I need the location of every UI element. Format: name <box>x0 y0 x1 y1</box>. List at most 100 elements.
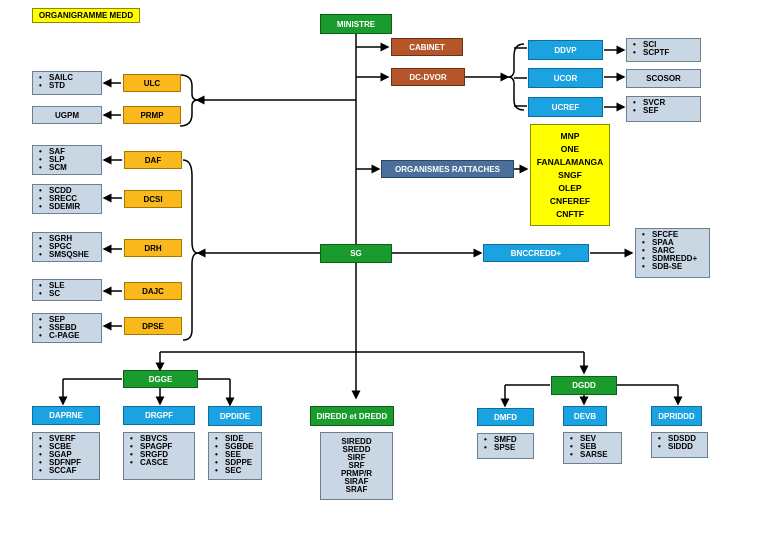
list-item: SIRAF <box>344 477 369 486</box>
dpse-services: SEPSSEBDC-PAGE <box>32 313 102 343</box>
list-item: SIDE <box>215 435 253 444</box>
list-item: SDMREDD+ <box>642 255 697 264</box>
list-item: SCI <box>633 41 669 50</box>
list-item: SEV <box>570 435 608 444</box>
dmfd-services: SMFDSPSE <box>477 433 534 459</box>
list-item: SEE <box>215 451 253 460</box>
drh-services: SGRHSPGCSMSQSHE <box>32 232 102 262</box>
list-item: SCM <box>39 164 67 173</box>
prmp-box: PRMP <box>123 106 181 124</box>
dajc-box: DAJC <box>124 282 182 300</box>
list-item: SAILC <box>39 74 73 83</box>
daf-box: DAF <box>124 151 182 169</box>
list-item: SGBDE <box>215 443 253 452</box>
list-item: SCDD <box>39 187 80 196</box>
ddvp-services: SCISCPTF <box>626 38 701 62</box>
ulc-services: SAILCSTD <box>32 71 102 95</box>
list-item: SDPPE <box>215 459 253 468</box>
list-item: SEB <box>570 443 608 452</box>
dcsi-box: DCSI <box>124 190 182 208</box>
list-item: SDEMIR <box>39 203 80 212</box>
dpriddd-box: DPRIDDD <box>651 406 702 426</box>
list-item: SAF <box>39 148 67 157</box>
list-item: CNFEREF <box>549 195 591 206</box>
list-item: SEC <box>215 467 253 476</box>
list-item: SCPTF <box>633 49 669 58</box>
list-item: SARC <box>642 247 697 256</box>
dpdide-box: DPDIDE <box>208 406 262 426</box>
list-item: SLP <box>39 156 67 165</box>
ministre-box: MINISTRE <box>320 14 392 34</box>
list-item: SEP <box>39 316 80 325</box>
list-item: OLEP <box>558 182 582 193</box>
list-item: SGRH <box>39 235 89 244</box>
list-item: SDB-SE <box>642 263 697 272</box>
dpriddd-services: SDSDDSIDDD <box>651 432 708 458</box>
list-item: SDSDD <box>658 435 696 444</box>
organismes-box: ORGANISMES RATTACHES <box>381 160 514 178</box>
list-item: SPSE <box>484 444 517 453</box>
diredd-services: SIREDD SREDD SIRF SRF PRMP/R SIRAF SRAF <box>320 432 393 500</box>
dpse-box: DPSE <box>124 317 182 335</box>
list-item: SIREDD <box>341 437 372 446</box>
daprne-services: SVERF SCBE SGAP SDFNPF SCCAF <box>32 432 100 480</box>
sg-box: SG <box>320 244 392 263</box>
drh-box: DRH <box>124 239 182 257</box>
chart-title: ORGANIGRAMME MEDD <box>32 8 140 23</box>
devb-services: SEVSEBSARSE <box>563 432 622 464</box>
list-item: CNFTF <box>556 208 584 219</box>
ucor-services: SCOSOR <box>626 69 701 88</box>
list-item: SBVCS <box>130 435 172 444</box>
dmfd-box: DMFD <box>477 408 534 426</box>
list-item: SRAF <box>345 485 368 494</box>
list-item: CASCE <box>130 459 172 468</box>
list-item: PRMP/R <box>340 469 373 478</box>
list-item: SRECC <box>39 195 80 204</box>
daprne-box: DAPRNE <box>32 406 100 425</box>
organismes-list: MNP ONE FANALAMANGA SNGF OLEP CNFEREF CN… <box>530 124 610 226</box>
list-item: SRGFD <box>130 451 172 460</box>
dpdide-services: SIDE SGBDE SEE SDPPE SEC <box>208 432 262 480</box>
dcsi-services: SCDDSRECCSDEMIR <box>32 184 102 214</box>
daf-services: SAFSLPSCM <box>32 145 102 175</box>
diredd-box: DIREDD et DREDD <box>310 406 394 426</box>
list-item: MNP <box>560 130 580 141</box>
drgpf-box: DRGPF <box>123 406 195 425</box>
cabinet-box: CABINET <box>391 38 463 56</box>
ucref-box: UCREF <box>528 97 603 117</box>
list-item: SSEBD <box>39 324 80 333</box>
list-item: FANALAMANGA <box>536 156 604 167</box>
list-item: SCCAF <box>39 467 81 476</box>
devb-box: DEVB <box>563 406 607 426</box>
list-item: SEF <box>633 107 665 116</box>
list-item: SIDDD <box>658 443 696 452</box>
list-item: SCBE <box>39 443 81 452</box>
bnccredd-services: SFCFE SPAA SARC SDMREDD+ SDB-SE <box>635 228 710 278</box>
ucor-box: UCOR <box>528 68 603 88</box>
list-item: SRF <box>348 461 365 470</box>
dajc-services: SLESC <box>32 279 102 301</box>
list-item: SVCR <box>633 99 665 108</box>
list-item: SVERF <box>39 435 81 444</box>
dgdd-box: DGDD <box>551 376 617 395</box>
list-item: SARSE <box>570 451 608 460</box>
list-item: ONE <box>560 143 580 154</box>
bnccredd-box: BNCCREDD+ <box>483 244 589 262</box>
dgge-box: DGGE <box>123 370 198 388</box>
ulc-box: ULC <box>123 74 181 92</box>
list-item: SPAA <box>642 239 697 248</box>
list-item: SLE <box>39 282 65 291</box>
list-item: SREDD <box>342 445 371 454</box>
list-item: STD <box>39 82 73 91</box>
drgpf-services: SBVCS SPAGPF SRGFD CASCE <box>123 432 195 480</box>
list-item: SPGC <box>39 243 89 252</box>
list-item: C-PAGE <box>39 332 80 341</box>
list-item: SMSQSHE <box>39 251 89 260</box>
list-item: SDFNPF <box>39 459 81 468</box>
list-item: SFCFE <box>642 231 697 240</box>
list-item: SMFD <box>484 436 517 445</box>
ddvp-box: DDVP <box>528 40 603 60</box>
list-item: SIRF <box>347 453 366 462</box>
